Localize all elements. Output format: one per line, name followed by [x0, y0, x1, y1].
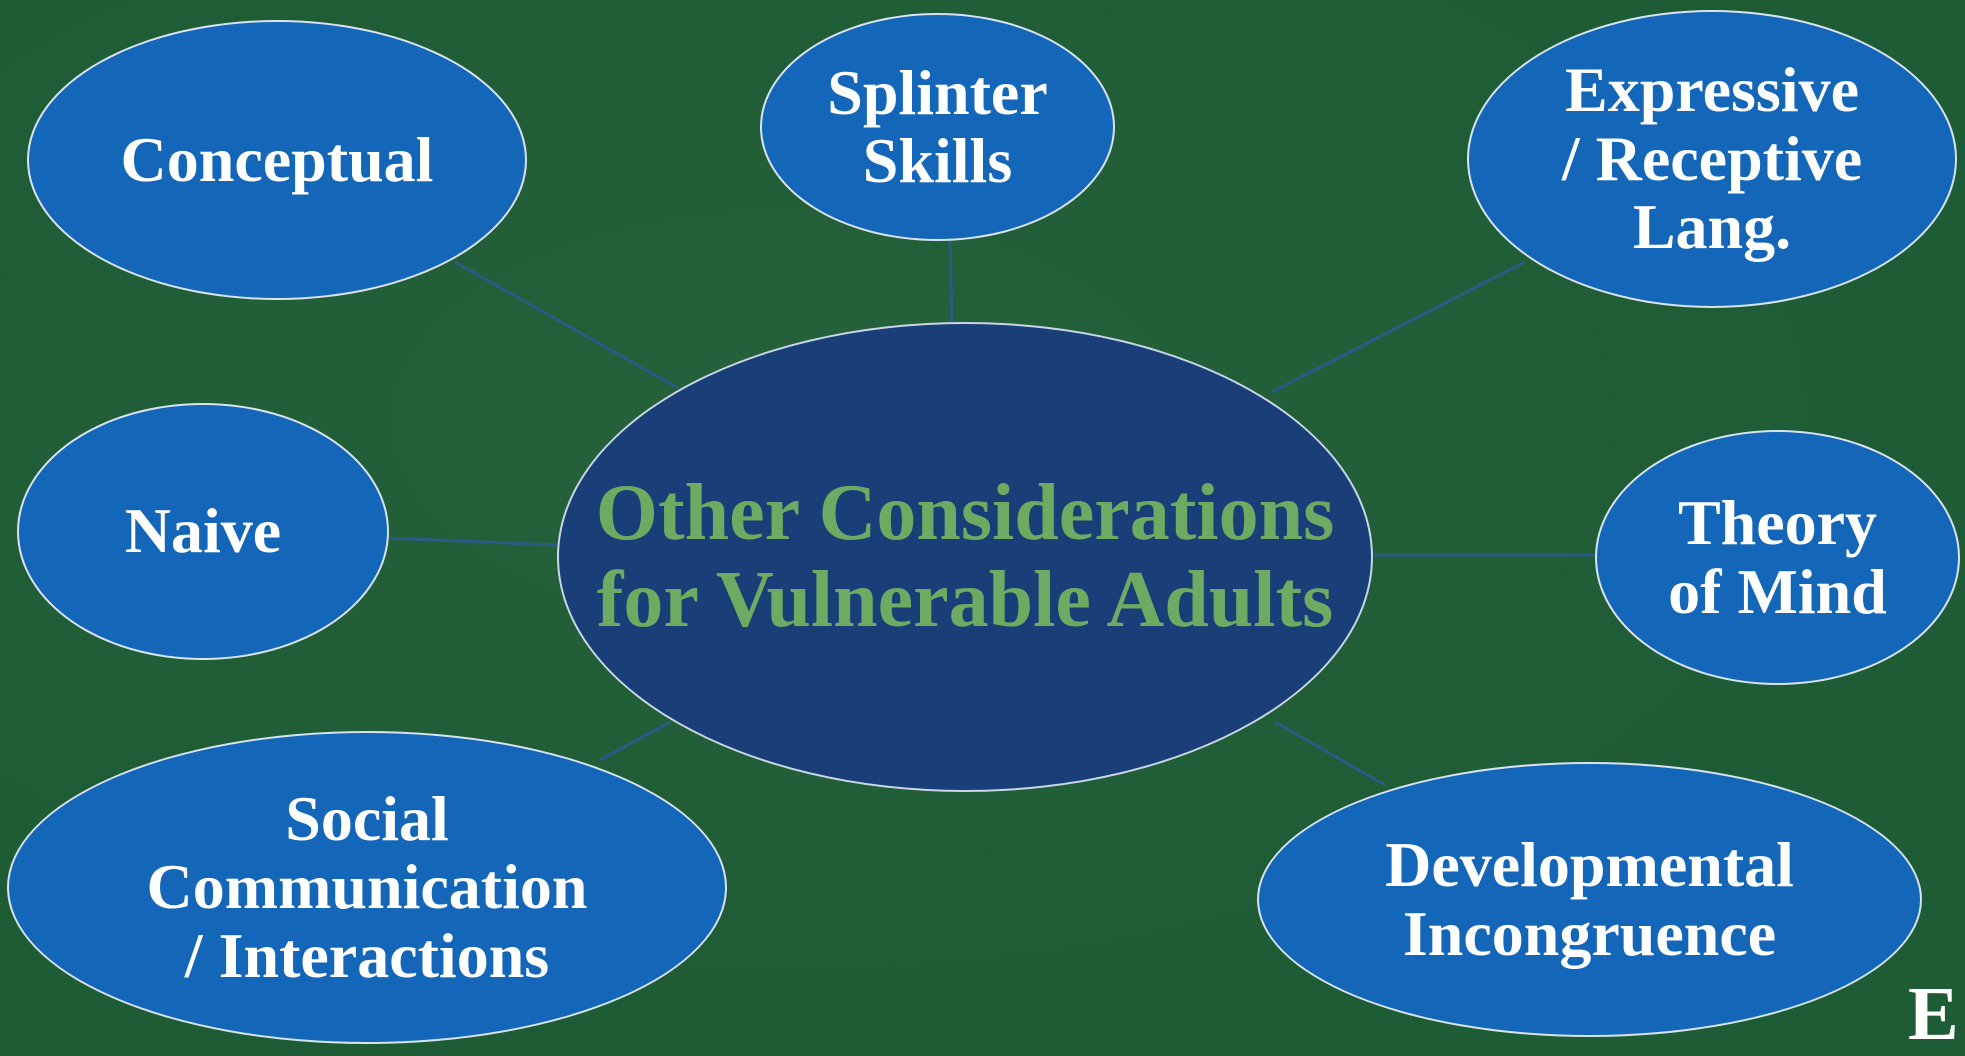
node-naive: Naive	[17, 403, 389, 660]
node-naive-line-1: Naive	[124, 495, 282, 567]
node-theory-of-mind-line-1: Theory	[1677, 487, 1878, 559]
central-topic-node: Other Considerations for Vulnerable Adul…	[557, 322, 1373, 792]
connector-expressive-receptive	[1271, 260, 1526, 394]
node-theory-of-mind-line-2: of Mind	[1668, 555, 1887, 627]
connector-conceptual	[454, 260, 679, 390]
central-topic-line-1: Other	[595, 468, 799, 557]
node-conceptual: Conceptual	[27, 20, 527, 300]
node-social-communication-line-1: Social	[285, 782, 449, 854]
node-theory-of-mind: Theory of Mind	[1595, 430, 1960, 685]
node-developmental-incongruence: Developmental Incongruence	[1257, 762, 1922, 1037]
central-topic-line-2: Considerations	[818, 468, 1335, 557]
connector-developmental-incongruence	[1274, 720, 1386, 787]
node-expressive-receptive-line-1: Expressive	[1565, 54, 1859, 126]
node-conceptual-line-1: Conceptual	[120, 123, 434, 195]
node-social-communication-line-3: / Interactions	[184, 919, 550, 991]
connector-splinter-skills	[948, 239, 954, 323]
node-splinter-skills-line-2: Skills	[862, 125, 1013, 196]
node-splinter-skills: Splinter Skills	[760, 13, 1115, 241]
node-expressive-receptive: Expressive / Receptive Lang.	[1467, 10, 1957, 308]
corner-logo-letter: E	[1908, 972, 1959, 1056]
central-topic-line-3: for Vulnerable	[596, 556, 1091, 644]
node-expressive-receptive-line-2: / Receptive	[1561, 122, 1863, 194]
node-developmental-incongruence-line-2: Incongruence	[1402, 897, 1777, 969]
connector-social-communication	[599, 720, 671, 762]
node-expressive-receptive-line-3: Lang.	[1632, 191, 1792, 263]
node-social-communication: Social Communication / Interactions	[7, 731, 727, 1044]
node-social-communication-line-2: Communication	[146, 851, 588, 923]
central-topic-line-4: Adults	[1106, 556, 1334, 644]
node-splinter-skills-line-1: Splinter	[827, 56, 1048, 128]
connector-naive	[384, 536, 558, 547]
node-developmental-incongruence-line-1: Developmental	[1385, 829, 1794, 901]
